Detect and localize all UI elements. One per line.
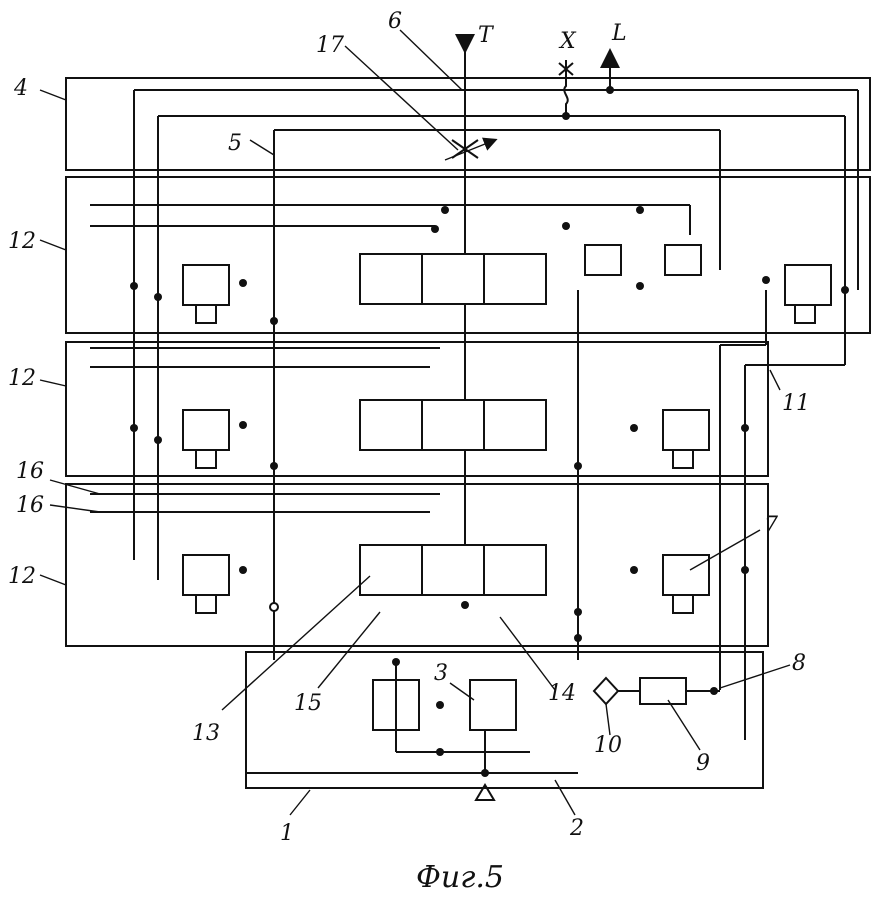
block-1 (245, 651, 764, 789)
directional-valve-upper (359, 253, 547, 305)
label-8: 8 (792, 651, 806, 676)
label-12-middle: 12 (8, 366, 36, 391)
label-t: T (478, 23, 495, 48)
label-3: 3 (434, 661, 448, 686)
label-11: 11 (782, 391, 810, 416)
relief-valve-right-middle (662, 409, 710, 451)
filter-10 (592, 676, 620, 706)
directional-valve-middle (359, 399, 547, 451)
valve-9 (639, 677, 687, 705)
label-5: 5 (228, 131, 242, 156)
figure-caption: Фиг.5 (416, 860, 504, 895)
block-12-upper (65, 176, 871, 334)
label-l: L (611, 21, 627, 46)
label-2: 2 (569, 816, 584, 841)
label-15: 15 (294, 691, 322, 716)
label-1: 1 (280, 821, 294, 846)
label-x: X (558, 29, 577, 54)
relief-valve-left-lower (182, 554, 230, 596)
relief-valve-left-upper (182, 264, 230, 306)
label-16-a: 16 (16, 459, 44, 484)
label-17: 17 (316, 33, 344, 58)
label-12-upper: 12 (8, 229, 36, 254)
label-14: 14 (548, 681, 576, 706)
relief-valve-left-middle (182, 409, 230, 451)
block-12-lower (65, 483, 769, 647)
label-4: 4 (13, 76, 28, 101)
label-7: 7 (764, 513, 778, 538)
block-4 (65, 77, 871, 171)
label-10: 10 (594, 733, 622, 758)
label-12-lower: 12 (8, 564, 36, 589)
x-line (563, 60, 569, 116)
block-12-middle (65, 341, 769, 477)
relief-valve-right-lower (662, 554, 710, 596)
valve-3 (469, 679, 517, 731)
label-6: 6 (388, 9, 402, 34)
directional-valve-lower (359, 544, 547, 596)
label-9: 9 (696, 751, 710, 776)
label-16-b: 16 (16, 493, 44, 518)
label-13: 13 (192, 721, 220, 746)
relief-valve-right-upper (784, 264, 832, 306)
